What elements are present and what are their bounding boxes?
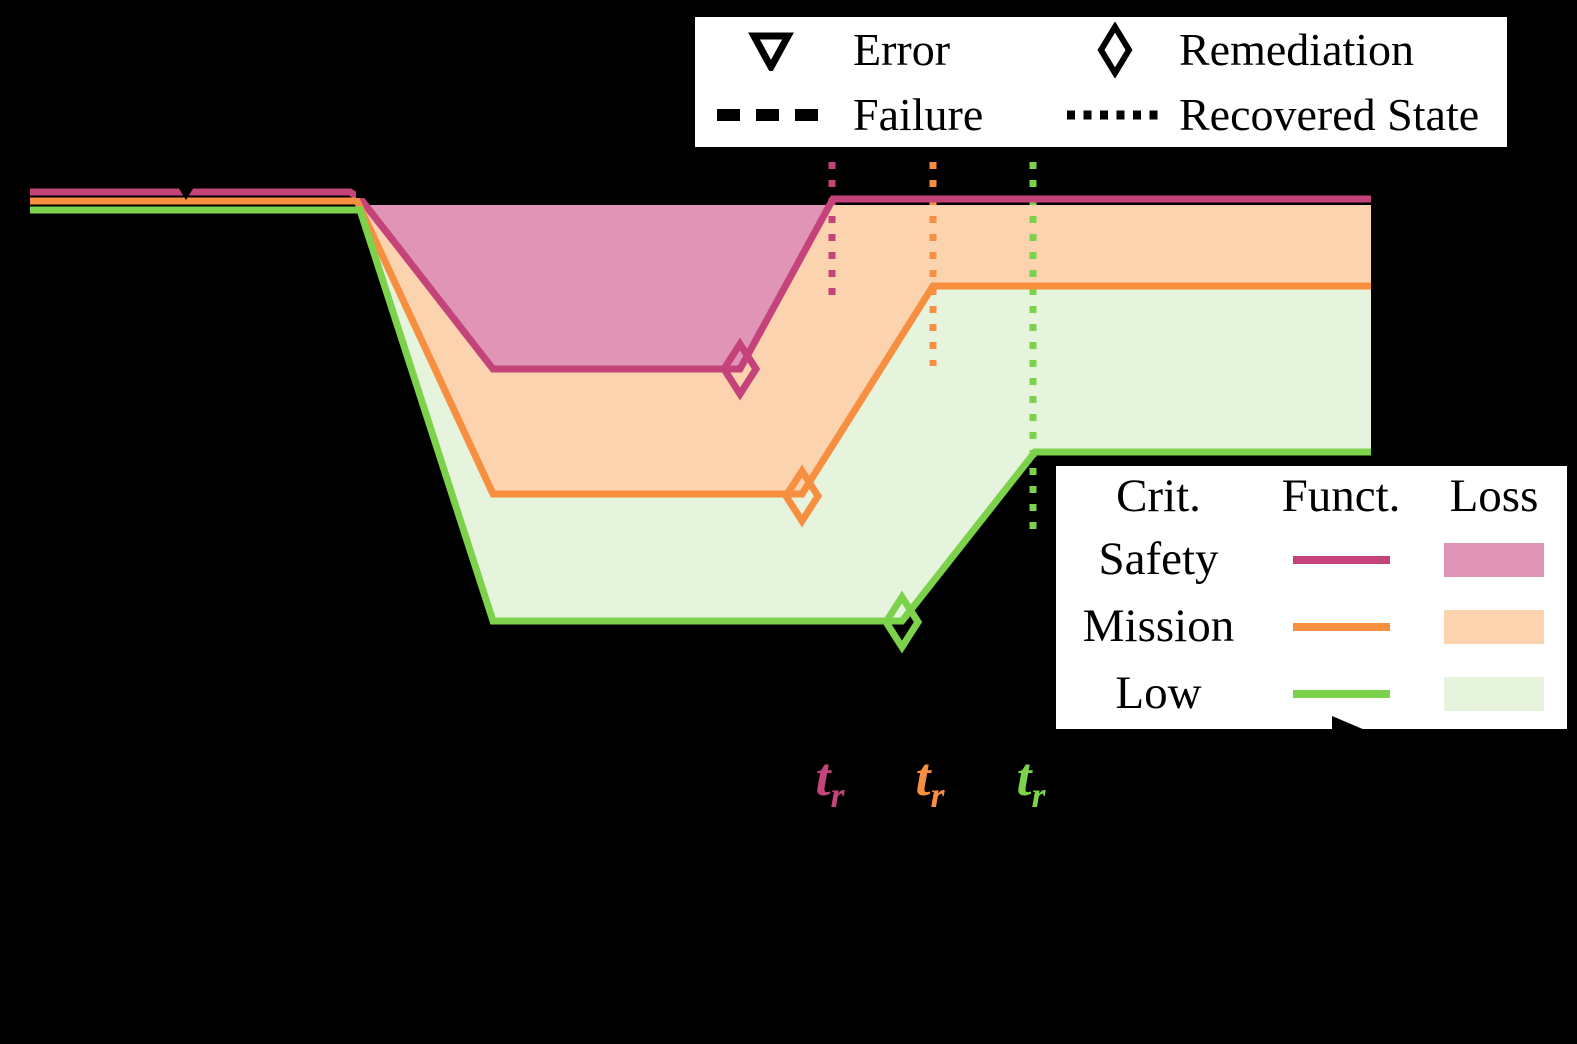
safety-loss-area — [360, 205, 833, 369]
events-legend: Error Remediation Failure Recovered Stat… — [692, 14, 1510, 150]
safety-remediation-marker — [719, 337, 761, 401]
loss-header: Loss — [1449, 469, 1539, 522]
crit-header: Crit. — [1116, 469, 1201, 522]
tr-tick-safety: tr — [790, 747, 870, 813]
failure-label: Failure — [853, 88, 984, 140]
safety-fill-swatch — [1444, 542, 1544, 577]
error-label: Error — [853, 23, 951, 75]
recovered-label: Recovered State — [1179, 88, 1480, 140]
mission-row-label: Mission — [1082, 600, 1235, 652]
tr-sub: r — [1031, 775, 1046, 815]
low-row-label: Low — [1115, 667, 1202, 719]
safety-row-label: Safety — [1098, 533, 1219, 585]
error-marker-icon — [695, 29, 847, 71]
funct-header: Funct. — [1281, 469, 1401, 522]
low-fill-swatch — [1444, 676, 1544, 711]
tr-tick-mission: tr — [890, 747, 970, 813]
low-functionality-curve — [30, 206, 1371, 625]
tr-tick-low: tr — [991, 747, 1071, 813]
mission-remediation-marker — [781, 464, 823, 528]
tr-main: t — [815, 747, 831, 807]
safety-line-swatch — [1292, 555, 1390, 564]
safety-functionality-curve — [30, 188, 1371, 373]
tr-sub: r — [830, 775, 845, 815]
low-line-swatch — [1292, 689, 1390, 698]
error-marker — [178, 187, 194, 200]
failure-line-icon — [695, 108, 847, 122]
remediation-label: Remediation — [1179, 23, 1415, 75]
remediation-marker-icon — [1057, 21, 1173, 78]
tr-main: t — [915, 747, 931, 807]
failure-dash — [356, 185, 365, 198]
mission-functionality-curve — [30, 197, 1371, 498]
criticality-legend: Crit. Funct. Loss Safety Mission Low — [1053, 463, 1570, 732]
tr-sub: r — [930, 775, 945, 815]
low-remediation-marker — [881, 590, 923, 654]
recovered-line-icon — [1057, 109, 1173, 121]
mission-line-swatch — [1292, 622, 1390, 631]
tr-main: t — [1016, 747, 1032, 807]
mission-fill-swatch — [1444, 609, 1544, 644]
